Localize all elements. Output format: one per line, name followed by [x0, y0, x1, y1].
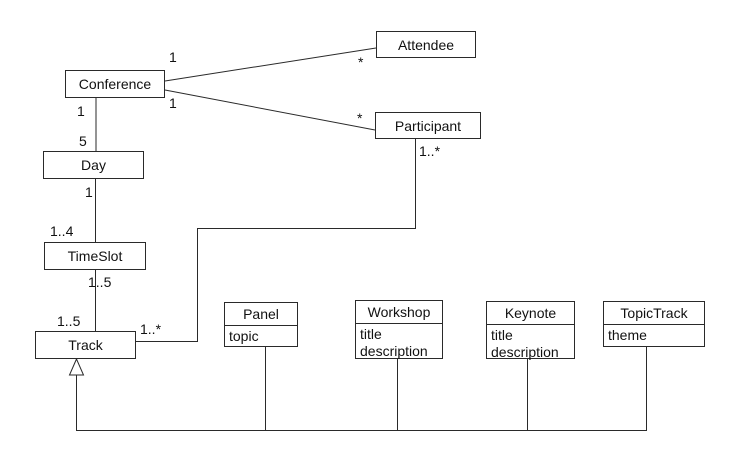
class-attributes: title description	[487, 325, 574, 361]
class-name: Attendee	[397, 36, 455, 53]
attribute: theme	[608, 327, 647, 343]
attribute: title	[360, 326, 382, 342]
class-name: TopicTrack	[604, 302, 704, 325]
class-name: Keynote	[487, 302, 574, 325]
multiplicity-track-participant-source: 1..*	[140, 321, 162, 337]
class-conference[interactable]: Conference	[65, 70, 165, 98]
association-conference-attendee	[164, 47, 377, 82]
class-attendee[interactable]: Attendee	[376, 31, 476, 58]
attribute: topic	[229, 328, 259, 344]
class-name: Workshop	[356, 301, 442, 324]
class-topictrack[interactable]: TopicTrack theme	[603, 301, 705, 347]
class-panel[interactable]: Panel topic	[224, 302, 298, 347]
class-workshop[interactable]: Workshop title description	[355, 300, 443, 359]
generalization-triangle-icon	[68, 357, 85, 376]
attribute: description	[360, 343, 428, 359]
multiplicity-day-timeslot-target: 1..4	[50, 223, 74, 239]
multiplicity-timeslot-track-source: 1..5	[88, 274, 112, 290]
association-track-participant	[136, 139, 416, 342]
generalization-trunk	[76, 347, 647, 431]
attribute: title	[491, 327, 513, 343]
class-name: Track	[68, 337, 103, 353]
class-name: Conference	[78, 76, 152, 92]
multiplicity-timeslot-track-target: 1..5	[57, 313, 81, 329]
multiplicity-day-timeslot-source: 1	[85, 184, 93, 200]
class-attributes: topic	[225, 326, 297, 345]
multiplicity-track-participant-target: 1..*	[419, 143, 441, 159]
multiplicity-conference-day-target: 5	[79, 133, 87, 149]
attribute: description	[491, 344, 559, 360]
class-keynote[interactable]: Keynote title description	[486, 301, 575, 361]
class-timeslot[interactable]: TimeSlot	[44, 242, 146, 270]
class-attributes: title description	[356, 324, 442, 360]
class-participant[interactable]: Participant	[375, 112, 481, 139]
class-name: Day	[81, 157, 106, 173]
multiplicity-conference-attendee-source: 1	[169, 49, 177, 65]
class-day[interactable]: Day	[43, 151, 144, 179]
multiplicity-conference-attendee-target: *	[358, 54, 364, 70]
class-track[interactable]: Track	[35, 331, 136, 359]
multiplicity-conference-day-source: 1	[77, 103, 85, 119]
association-conference-participant	[164, 89, 376, 131]
class-name: TimeSlot	[67, 248, 123, 264]
class-name: Participant	[394, 117, 462, 134]
multiplicity-conference-participant-source: 1	[169, 95, 177, 111]
class-name: Panel	[225, 303, 297, 326]
class-attributes: theme	[604, 325, 704, 344]
multiplicity-conference-participant-target: *	[357, 110, 363, 126]
